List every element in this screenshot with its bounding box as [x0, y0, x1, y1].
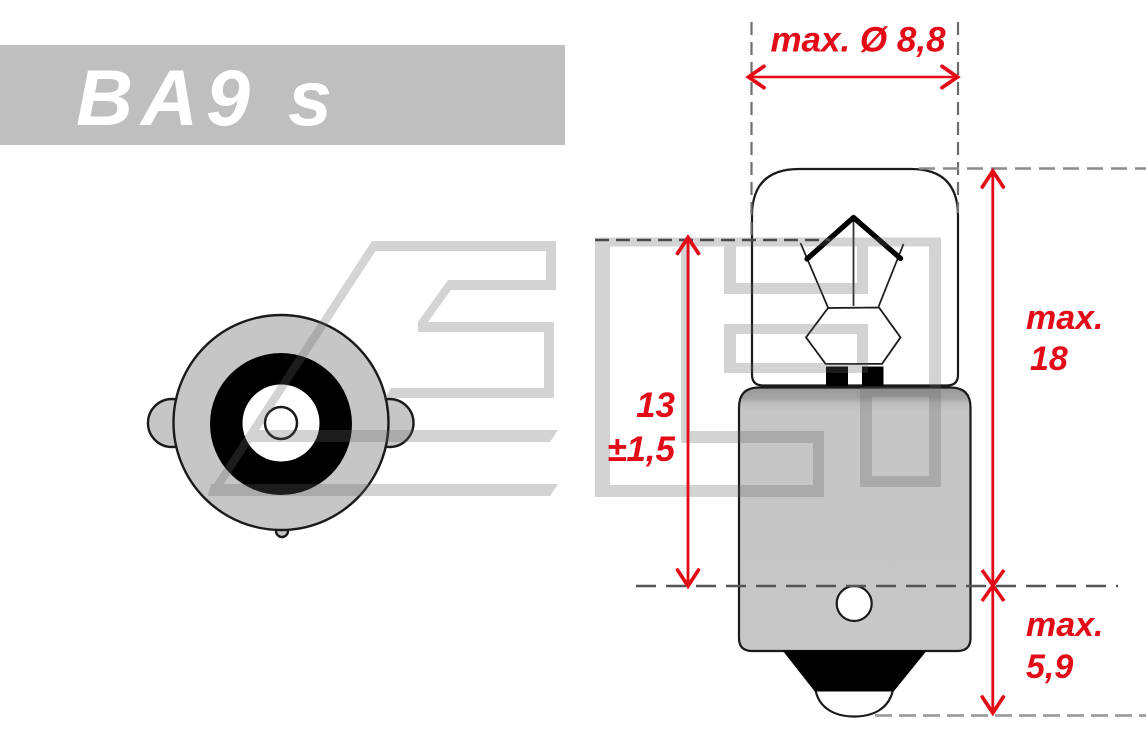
svg-text:max. Ø 8,8: max. Ø 8,8: [770, 21, 946, 60]
svg-text:13: 13: [636, 386, 675, 425]
svg-text:5,9: 5,9: [1026, 648, 1073, 686]
svg-text:18: 18: [1030, 340, 1068, 378]
svg-text:max.: max.: [1026, 606, 1104, 644]
svg-text:±1,5: ±1,5: [607, 430, 675, 469]
svg-text:max.: max.: [1026, 299, 1104, 337]
